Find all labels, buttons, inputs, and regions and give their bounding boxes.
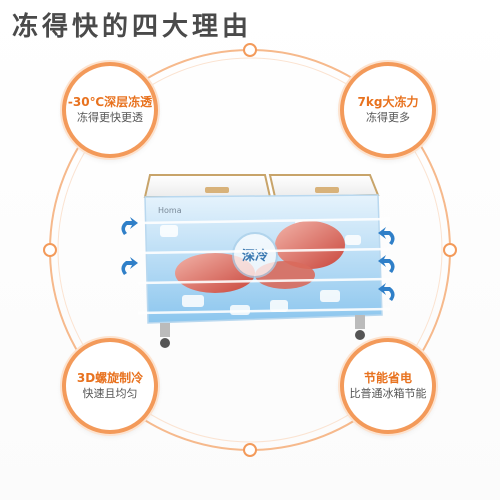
orbit-dots	[43, 43, 457, 457]
feature-bubble-energy-saving: 节能省电 比普通冰箱节能	[340, 338, 436, 434]
feature-bubble-freeze-capacity: 7kg大冻力 冻得更多	[340, 62, 436, 158]
feature-title: 7kg大冻力	[357, 95, 419, 109]
airflow-arrow-right-3	[378, 283, 395, 301]
feature-bubble-deep-freeze: -30℃深层冻透 冻得更快更透	[62, 62, 158, 158]
orbit-dot	[243, 443, 257, 457]
orbit-dot	[443, 243, 457, 257]
freezer-lids	[143, 174, 380, 199]
casters	[160, 315, 365, 348]
airflow-arrow-left-1	[121, 217, 138, 235]
orbit-inner-circle	[57, 57, 443, 443]
feature-subtitle: 快速且均匀	[82, 387, 138, 400]
feature-bubble-3d-cooling: 3D螺旋制冷 快速且均匀	[62, 338, 158, 434]
page-title: 冻得快的四大理由	[12, 12, 253, 42]
meat-right	[275, 221, 345, 269]
freezer-illustration: Homa 深冷	[121, 174, 395, 348]
right-lid	[268, 174, 380, 199]
feature-title: -30℃深层冻透	[67, 95, 153, 109]
deep-freeze-badge: 深冷	[232, 232, 278, 278]
feature-subtitle: 比普通冰箱节能	[349, 387, 427, 400]
right-handle	[315, 187, 339, 193]
feature-title: 3D螺旋制冷	[76, 371, 144, 385]
airflow-bands	[137, 217, 391, 315]
brand-label: Homa	[158, 206, 182, 215]
left-handle	[205, 187, 229, 193]
feature-subtitle: 冻得更多	[366, 111, 410, 124]
orbit-dot	[243, 43, 257, 57]
left-lid	[143, 174, 272, 198]
airflow-arrows	[121, 217, 395, 301]
feature-subtitle: 冻得更快更透	[77, 111, 143, 124]
orbit-dot	[43, 243, 57, 257]
feature-title: 节能省电	[363, 371, 412, 385]
airflow-arrow-right-1	[378, 227, 395, 245]
airflow-arrow-left-2	[121, 257, 138, 275]
airflow-arrow-right-2	[378, 255, 395, 273]
